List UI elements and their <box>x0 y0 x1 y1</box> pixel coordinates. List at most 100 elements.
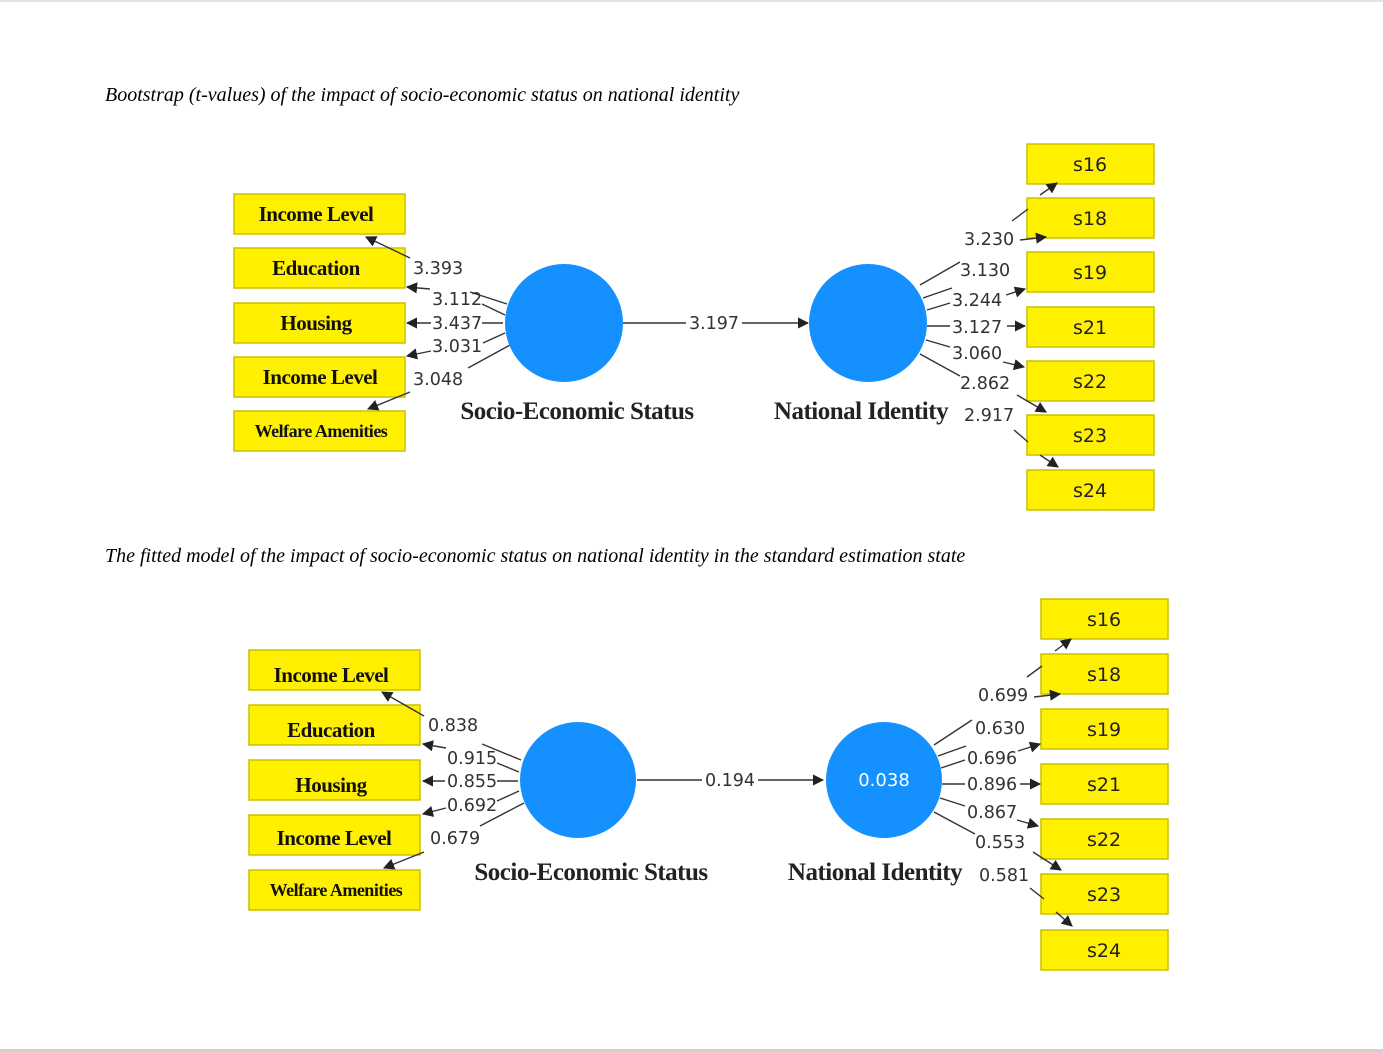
right-indicator-label: s23 <box>1087 884 1121 906</box>
loading-line <box>381 691 425 717</box>
left-indicator-box: Education <box>233 247 406 289</box>
loading-line <box>919 353 961 377</box>
loading-line <box>1039 182 1058 196</box>
loading-line <box>366 391 411 411</box>
loading-line <box>1026 665 1043 678</box>
right-loading-value: 2.917 <box>964 406 1014 426</box>
right-loading-value: 3.130 <box>960 261 1010 281</box>
right-loading-value: 3.244 <box>952 291 1002 311</box>
right-indicator-label: s24 <box>1087 940 1121 962</box>
left-indicator-box: Income Level <box>233 356 406 398</box>
loading-line <box>421 806 447 817</box>
right-indicator-box: s22 <box>1026 360 1155 402</box>
loading-line <box>1011 208 1029 222</box>
left-indicator-label: Welfare Amenities <box>270 880 403 900</box>
left-indicator-label: Housing <box>295 773 367 797</box>
loading-line <box>1055 911 1073 927</box>
diagram-caption-bootstrap: Bootstrap (t-values) of the impact of so… <box>105 84 740 106</box>
right-loading-value: 3.060 <box>952 344 1002 364</box>
right-indicator-box: s19 <box>1026 251 1155 293</box>
right-indicator-label: s18 <box>1073 208 1107 230</box>
right-indicator-label: s22 <box>1087 829 1121 851</box>
right-indicator-box: s23 <box>1040 873 1169 915</box>
construct-label-exogenous: Socio-Economic Status <box>474 859 708 886</box>
diagram-fitted: Income Level Education Housing Income Le… <box>248 598 1169 971</box>
right-indicator-label: s16 <box>1087 609 1121 631</box>
left-loading-value: 3.393 <box>413 259 463 279</box>
left-indicator-label: Income Level <box>274 663 389 687</box>
right-indicator-box: s16 <box>1040 598 1169 640</box>
left-loading-value: 0.838 <box>428 716 478 736</box>
construct-r2-value: 0.038 <box>858 770 910 791</box>
loading-line <box>919 261 961 286</box>
loading-line <box>1019 232 1048 244</box>
right-indicator-label: s24 <box>1073 480 1107 502</box>
loading-line <box>1005 286 1027 298</box>
right-indicator-label: s19 <box>1073 262 1107 284</box>
path-coefficient: 3.197 <box>689 314 739 334</box>
left-loading-value: 0.855 <box>447 772 497 792</box>
loading-line <box>405 348 432 360</box>
construct-national-identity <box>809 264 927 382</box>
loading-line <box>933 719 973 746</box>
construct-label-endogenous: National Identity <box>788 859 963 886</box>
construct-label-exogenous: Socio-Economic Status <box>460 398 694 425</box>
loading-line <box>496 790 520 802</box>
left-loading-value: 3.437 <box>432 314 482 334</box>
loading-line <box>1029 887 1045 900</box>
left-loading-value: 3.048 <box>413 370 463 390</box>
left-indicator-box: Welfare Amenities <box>248 869 421 911</box>
left-indicator-box: Income Level <box>248 814 421 856</box>
loading-line <box>940 759 966 769</box>
loading-line <box>1002 359 1026 371</box>
loading-line <box>939 797 966 807</box>
left-indicator-label: Education <box>287 718 376 742</box>
left-indicator-label: Welfare Amenities <box>255 421 388 441</box>
left-loading-value: 3.031 <box>432 337 482 357</box>
construct-label-endogenous: National Identity <box>774 398 949 425</box>
right-indicator-label: s21 <box>1087 774 1121 796</box>
left-indicator-box: Income Level <box>248 649 421 691</box>
right-indicator-label: s21 <box>1073 317 1107 339</box>
top-rule <box>0 0 1383 2</box>
loading-line <box>405 282 431 294</box>
right-indicator-label: s22 <box>1073 371 1107 393</box>
right-loading-value: 0.699 <box>978 686 1028 706</box>
right-indicator-box: s21 <box>1026 306 1155 348</box>
loading-line <box>496 762 520 773</box>
loading-line <box>1016 394 1047 413</box>
left-indicator-label: Income Level <box>259 202 374 226</box>
bottom-rule <box>0 1049 1383 1052</box>
left-indicator-label: Education <box>272 256 361 280</box>
left-indicator-box: Education <box>248 704 421 746</box>
loading-line <box>481 743 522 761</box>
construct-socio-economic-status <box>520 722 636 838</box>
loading-line <box>469 291 508 305</box>
loading-line <box>1013 429 1029 443</box>
loading-line <box>1032 851 1062 871</box>
loading-line <box>364 236 411 259</box>
construct-socio-economic-status <box>505 264 623 382</box>
loading-line <box>1039 454 1059 468</box>
diagram-caption-fitted: The fitted model of the impact of socio-… <box>105 545 966 567</box>
loading-line <box>1016 817 1040 829</box>
loading-line <box>925 339 951 348</box>
right-indicator-box: s24 <box>1040 929 1169 971</box>
right-loading-value: 2.862 <box>960 374 1010 394</box>
loading-line <box>482 332 506 344</box>
loading-line <box>933 811 976 835</box>
right-loading-value: 0.581 <box>979 866 1029 886</box>
right-indicator-box: s18 <box>1026 197 1155 239</box>
right-indicator-label: s16 <box>1073 154 1107 176</box>
left-indicator-box: Housing <box>233 302 406 344</box>
loading-line <box>1017 741 1042 753</box>
left-indicator-box: Housing <box>248 759 421 801</box>
right-indicator-box: s24 <box>1026 469 1155 511</box>
loading-line <box>1033 689 1062 701</box>
right-indicator-box: s18 <box>1040 653 1169 695</box>
right-indicator-label: s19 <box>1087 719 1121 741</box>
path-coefficient: 0.194 <box>705 771 755 791</box>
right-loading-value: 3.230 <box>964 230 1014 250</box>
left-loading-value: 0.679 <box>430 829 480 849</box>
left-loading-value: 0.692 <box>447 796 497 816</box>
